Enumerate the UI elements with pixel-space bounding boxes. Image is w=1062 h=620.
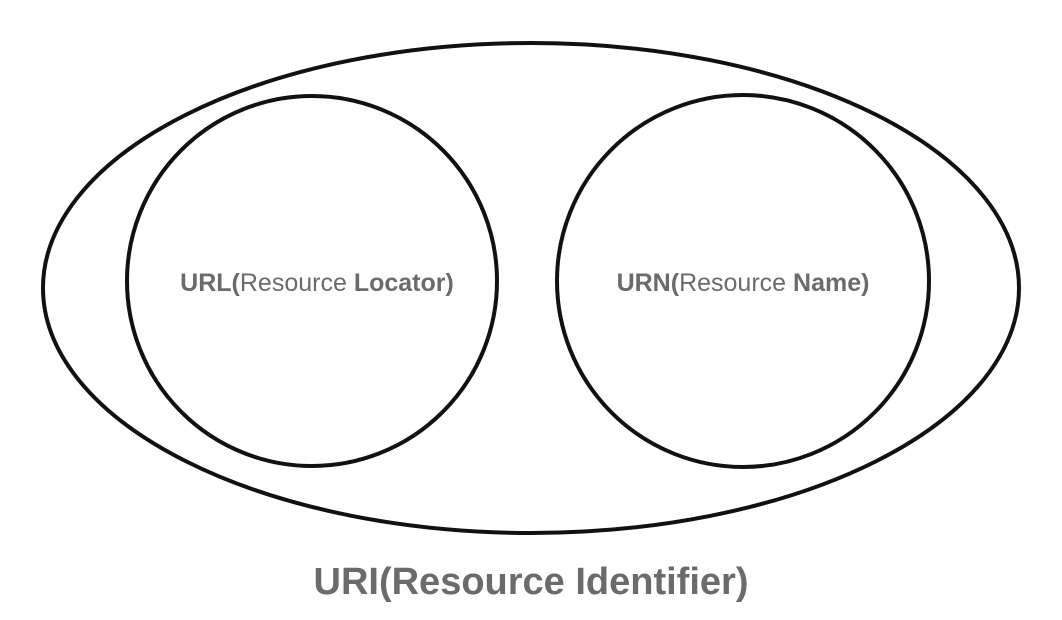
uri-caption: URI(Resource Identifier) (314, 561, 749, 603)
urn-label-prefix: URN( (617, 269, 680, 297)
url-label-middle: Resource (240, 269, 354, 297)
uri-outer-ellipse (41, 41, 1021, 535)
urn-label: URN(Resource Name) (617, 269, 870, 297)
urn-label-middle: Resource (679, 269, 793, 297)
url-label-prefix: URL( (180, 269, 240, 297)
urn-circle (555, 93, 931, 469)
url-label: URL(Resource Locator) (180, 269, 454, 297)
url-circle (125, 94, 499, 468)
url-label-suffix: Locator) (354, 269, 454, 297)
urn-label-suffix: Name) (793, 269, 869, 297)
